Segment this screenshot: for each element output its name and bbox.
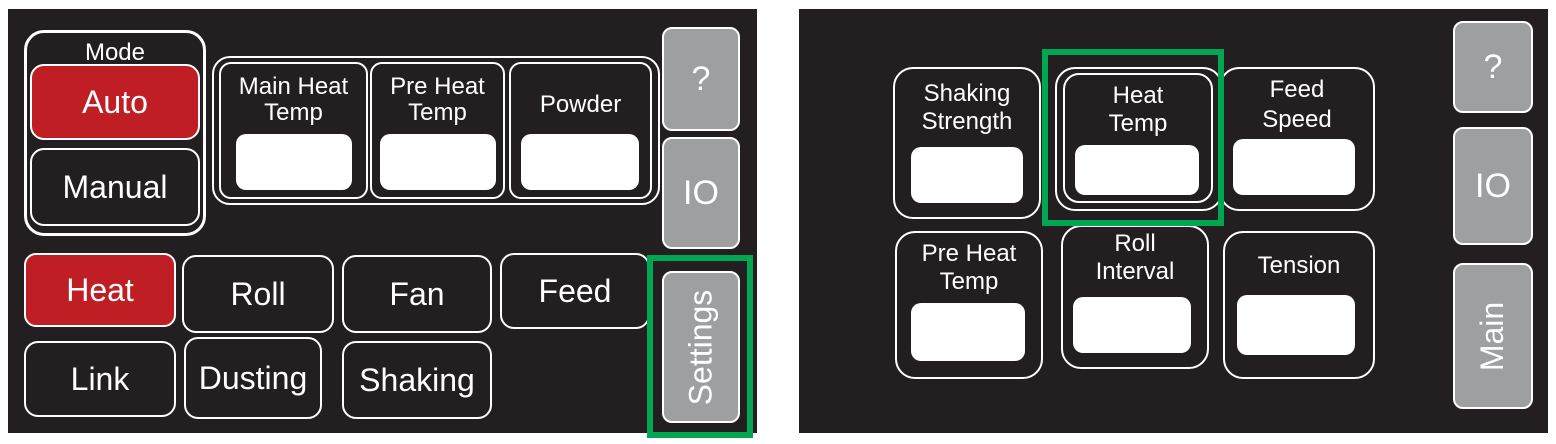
field-tension: Tension <box>1223 231 1375 379</box>
heat-temp-inner: Heat Temp <box>1063 73 1213 203</box>
io-button[interactable]: IO <box>662 137 740 249</box>
tension-input[interactable] <box>1237 295 1355 355</box>
fan-button[interactable]: Fan <box>342 255 492 333</box>
help-button[interactable]: ? <box>1453 21 1533 113</box>
auto-button[interactable]: Auto <box>30 64 200 140</box>
field-label: Temp <box>408 99 467 126</box>
field-label: Main Heat <box>238 73 349 100</box>
field-label: Feed <box>1269 76 1325 103</box>
heat-button[interactable]: Heat <box>24 253 176 327</box>
field-label: Tension <box>1257 252 1341 279</box>
field-label: Shaking <box>923 80 1011 107</box>
heat-temp-input[interactable] <box>1075 145 1199 195</box>
main-label: Main <box>1474 301 1511 371</box>
question-mark-icon: ? <box>691 59 711 98</box>
field-pre-heat-temp-right: Pre Heat Temp <box>895 231 1043 379</box>
left-fields-group <box>212 56 660 205</box>
field-feed-speed: Feed Speed <box>1219 67 1375 211</box>
io-button[interactable]: IO <box>1453 127 1533 245</box>
dusting-button[interactable]: Dusting <box>184 337 322 419</box>
field-label: Pre Heat <box>390 73 485 100</box>
field-label: Strength <box>921 108 1013 135</box>
feed-button[interactable]: Feed <box>500 253 650 329</box>
field-main-heat-temp: Main Heat Temp <box>219 62 368 199</box>
field-label: Roll <box>1114 230 1156 257</box>
field-label: Pre Heat <box>921 240 1017 267</box>
field-label: Speed <box>1262 106 1332 133</box>
powder-input[interactable] <box>521 134 639 190</box>
field-label: Heat <box>1112 82 1164 109</box>
shaking-strength-input[interactable] <box>911 147 1023 203</box>
field-label: Temp <box>939 268 999 295</box>
settings-label: Settings <box>682 289 719 405</box>
mode-group: Mode <box>24 30 206 236</box>
field-label: Interval <box>1095 258 1175 285</box>
right-panel: Shaking Strength Heat Temp Feed Speed Pr… <box>799 9 1548 433</box>
roll-button[interactable]: Roll <box>182 255 334 333</box>
main-button[interactable]: Main <box>1453 263 1533 409</box>
help-button[interactable]: ? <box>662 27 740 131</box>
question-mark-icon: ? <box>1483 47 1503 86</box>
field-shaking-strength: Shaking Strength <box>893 67 1041 219</box>
pre-heat-temp-right-input[interactable] <box>911 303 1025 361</box>
pre-heat-temp-input[interactable] <box>380 134 496 190</box>
feed-speed-input[interactable] <box>1233 139 1355 195</box>
field-label: Powder <box>539 91 622 118</box>
settings-button[interactable]: Settings <box>662 271 740 423</box>
mode-title: Mode <box>84 39 146 66</box>
field-heat-temp: Heat Temp <box>1055 67 1223 211</box>
roll-interval-input[interactable] <box>1073 297 1191 353</box>
shaking-button[interactable]: Shaking <box>342 341 492 419</box>
main-heat-temp-input[interactable] <box>236 134 352 190</box>
field-roll-interval: Roll Interval <box>1061 225 1209 369</box>
field-pre-heat-temp: Pre Heat Temp <box>370 62 505 199</box>
field-label: Temp <box>264 99 323 126</box>
field-powder: Powder <box>509 62 652 199</box>
field-label: Temp <box>1108 110 1168 137</box>
manual-button[interactable]: Manual <box>30 148 200 226</box>
link-button[interactable]: Link <box>24 341 176 417</box>
left-panel: Mode Auto Manual Main Heat Temp Pre Heat… <box>8 9 757 433</box>
